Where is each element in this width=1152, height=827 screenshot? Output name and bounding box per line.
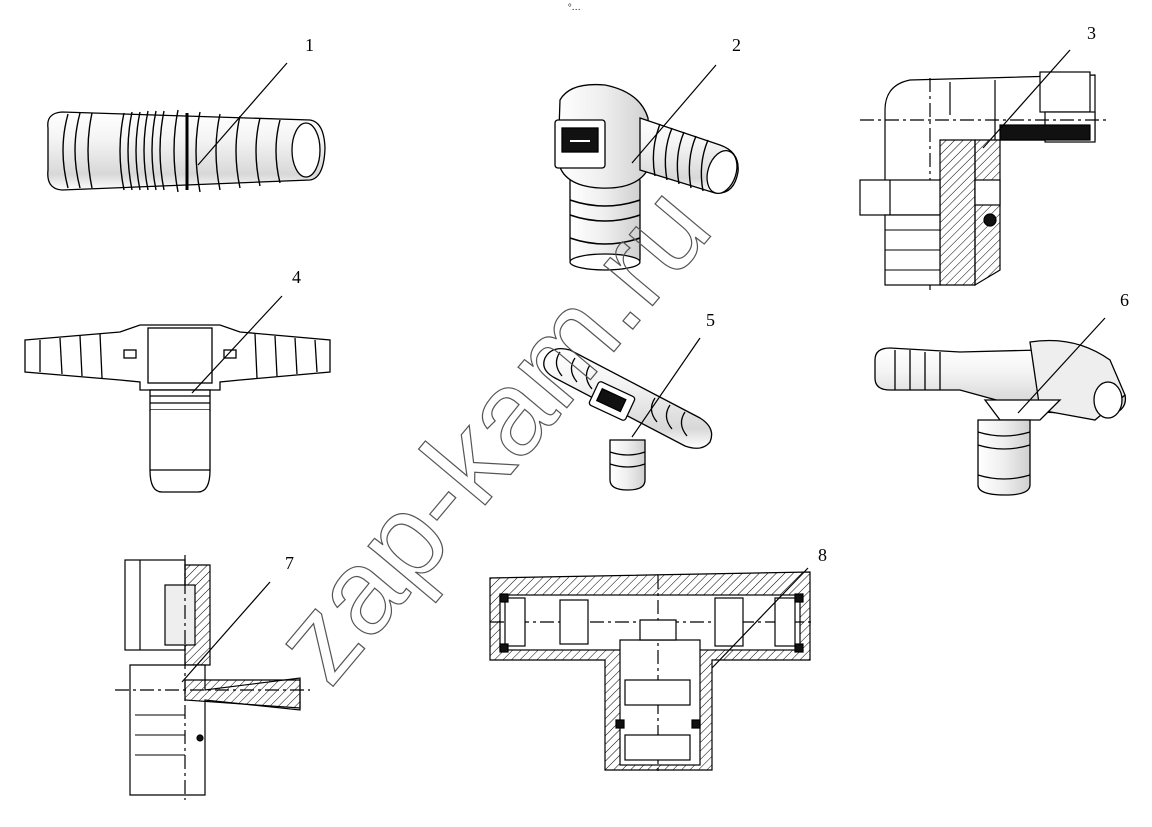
label-1: 1 (305, 35, 314, 55)
leader-7 (181, 581, 271, 683)
part-7-valve-section (115, 555, 310, 800)
leader-6 (1017, 317, 1106, 414)
label-8: 8 (818, 545, 827, 565)
label-7: 7 (285, 553, 294, 573)
part-6-tee-with-valve (874, 339, 1127, 496)
leader-4 (191, 295, 283, 394)
leader-8 (711, 567, 809, 669)
leader-1 (197, 62, 288, 166)
label-4: 4 (292, 267, 301, 287)
label-2: 2 (732, 35, 741, 55)
part-5-tee-connector (543, 347, 713, 491)
part-8-tee-section (489, 571, 812, 775)
part-2-elbow-connector (554, 83, 739, 271)
part-3-elbow-section (859, 71, 1110, 290)
label-3: 3 (1087, 23, 1096, 43)
leader-5 (631, 337, 701, 438)
part-1-straight-connector (47, 109, 326, 193)
header-mark: °… (568, 2, 581, 12)
leader-3 (982, 49, 1071, 149)
leader-2 (631, 64, 717, 164)
label-6: 6 (1120, 290, 1129, 310)
part-4-tee-connector (24, 324, 331, 493)
label-5: 5 (706, 310, 715, 330)
